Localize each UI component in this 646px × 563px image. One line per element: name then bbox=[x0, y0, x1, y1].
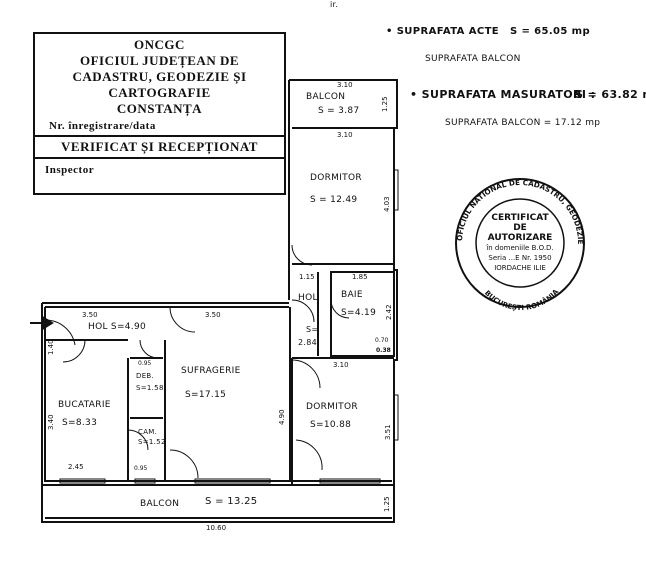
dim-1060: 10.60 bbox=[206, 524, 227, 532]
room-dormitor2-area: S=10.88 bbox=[310, 420, 352, 430]
stamp-line4: CARTOGRAFIE bbox=[108, 85, 211, 100]
door-deb bbox=[139, 339, 159, 359]
stamp-reg: Nr. înregistrare/data bbox=[49, 120, 156, 132]
dim-070: 0.70 bbox=[375, 337, 389, 344]
window-sufragerie bbox=[194, 478, 271, 484]
room-bucatarie-area: S=8.33 bbox=[62, 418, 98, 428]
wall-balcon-bottom bbox=[41, 485, 395, 523]
dim-115: 1.15 bbox=[299, 273, 315, 281]
wall-upper-block bbox=[289, 79, 398, 485]
door-hol-suf bbox=[169, 306, 196, 333]
seal-line6: IORDACHE ILIE bbox=[494, 264, 546, 272]
seal-line4: în domeniile B.O.D. bbox=[486, 244, 554, 252]
dim-140: 1.40 bbox=[47, 339, 55, 355]
room-cam-area: S=1.52 bbox=[138, 438, 166, 446]
dim-125: 1.25 bbox=[381, 96, 389, 112]
dim-185: 1.85 bbox=[352, 273, 368, 281]
wall-baie bbox=[330, 271, 395, 357]
room-bucatarie: BUCATARIE bbox=[58, 400, 111, 410]
dim-038: 0.38 bbox=[376, 347, 391, 354]
seal-line2: DE bbox=[513, 223, 527, 233]
oncgc-stamp: ONCGC OFICIUL JUDEȚEAN DE CADASTRU, GEOD… bbox=[33, 32, 286, 195]
stamp-line2: OFICIUL JUDEȚEAN DE bbox=[79, 53, 240, 68]
top-note: ir. bbox=[330, 0, 339, 9]
window-dormitor2 bbox=[393, 394, 399, 441]
room-sufragerie-area: S=17.15 bbox=[185, 390, 227, 400]
dim-350a: 3.50 bbox=[82, 311, 98, 319]
dim-242: 2.42 bbox=[385, 304, 393, 320]
dim-310a: 3.10 bbox=[337, 81, 353, 89]
room-baie: BAIE bbox=[341, 290, 363, 300]
room-balcon-top: BALCON bbox=[306, 92, 346, 102]
dim-095b: 0.95 bbox=[134, 465, 148, 472]
dim-350b: 3.50 bbox=[205, 311, 221, 319]
seal-line1: CERTIFICAT bbox=[491, 213, 549, 223]
window-dormitor1 bbox=[393, 169, 399, 211]
room-hol-s-area: 2.84 bbox=[298, 338, 318, 347]
dim-095a: 0.95 bbox=[138, 360, 152, 367]
room-dormitor1-area: S = 12.49 bbox=[310, 195, 358, 205]
note-masuratori-label: • SUPRAFATA MASURATORI : bbox=[410, 88, 596, 101]
room-balcon-bottom-area: S = 13.25 bbox=[205, 496, 258, 507]
note-balcon-acte: SUPRAFATA BALCON bbox=[425, 54, 521, 64]
seal-outer bbox=[455, 178, 585, 308]
door-dormitor1 bbox=[291, 244, 313, 266]
seal-line5: Seria ...E Nr. 1950 bbox=[488, 254, 552, 262]
door-dormitor2 bbox=[291, 359, 321, 389]
room-hol-small: HOL bbox=[298, 293, 318, 303]
note-balcon-mas: SUPRAFATA BALCON = 17.12 mp bbox=[445, 118, 601, 128]
dim-310b: 3.10 bbox=[337, 131, 353, 139]
window-deb bbox=[134, 478, 156, 484]
note-acte-value: S = 65.05 mp bbox=[510, 26, 591, 37]
dim-125b: 1.25 bbox=[383, 496, 391, 512]
stamp-line1: ONCGC bbox=[134, 37, 185, 52]
seal-bottom-text: BUCUREȘTI ROMÂNIA bbox=[483, 287, 561, 312]
room-sufragerie: SUFRAGERIE bbox=[181, 366, 241, 376]
door-bucatarie bbox=[62, 339, 86, 363]
dim-403: 4.03 bbox=[383, 196, 391, 212]
note-masuratori-value: S = 63.82 mp bbox=[575, 88, 646, 101]
room-hol-s: S= bbox=[306, 325, 319, 334]
seal-inner-text: CERTIFICAT DE AUTORIZARE în domeniile B.… bbox=[476, 213, 564, 273]
door-dorm2-balcon bbox=[295, 439, 323, 471]
room-balcon-bottom: BALCON bbox=[140, 499, 180, 509]
door-baie bbox=[330, 299, 350, 319]
stamp-line3: CADASTRU, GEODEZIE ȘI bbox=[72, 69, 247, 84]
room-balcon-top-area: S = 3.87 bbox=[318, 106, 360, 116]
window-bucatarie bbox=[59, 478, 106, 484]
stamp-verified: VERIFICAT ȘI RECEPȚIONAT bbox=[61, 139, 258, 154]
dim-351: 3.51 bbox=[384, 424, 392, 440]
window-dormitor2-bottom bbox=[319, 478, 381, 484]
room-dormitor1: DORMITOR bbox=[310, 173, 362, 183]
note-acte-label: • SUPRAFATA ACTE bbox=[386, 26, 500, 37]
door-cam bbox=[127, 429, 149, 451]
stamp-line5: CONSTANȚA bbox=[116, 101, 203, 116]
dim-245: 2.45 bbox=[68, 463, 84, 471]
room-cam: CAM. bbox=[138, 428, 158, 436]
room-hol-main: HOL S=4.90 bbox=[88, 322, 147, 332]
door-suf-balcon bbox=[169, 449, 199, 479]
seal-inner bbox=[475, 198, 565, 288]
dim-340: 3.40 bbox=[47, 414, 55, 430]
stamp-inspector: Inspector bbox=[45, 164, 95, 176]
door-hol-small bbox=[291, 299, 315, 323]
room-deb: DEB. bbox=[136, 372, 155, 380]
dim-310c: 3.10 bbox=[333, 361, 349, 369]
room-dormitor2: DORMITOR bbox=[306, 402, 358, 412]
seal-line3: AUTORIZARE bbox=[487, 233, 553, 243]
room-deb-area: S=1.58 bbox=[136, 384, 164, 392]
dim-490: 4.90 bbox=[278, 409, 286, 425]
room-baie-area: S=4.19 bbox=[341, 308, 377, 318]
